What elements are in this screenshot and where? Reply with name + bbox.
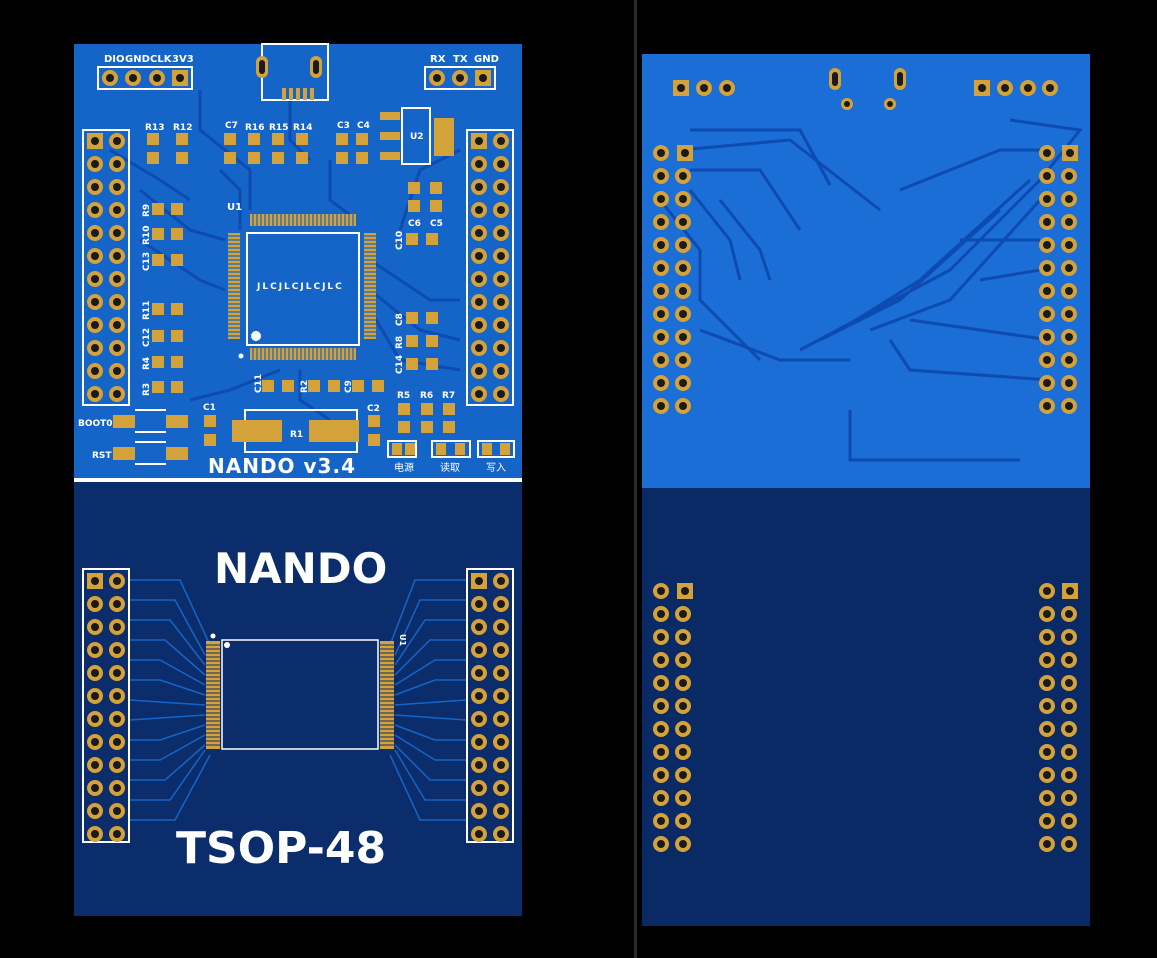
label-r14: R14	[293, 123, 312, 133]
label-r15: R15	[269, 123, 288, 133]
view-separator	[634, 0, 637, 958]
board-divider	[74, 478, 522, 482]
front-bottom-left-header	[82, 568, 130, 843]
led-label-power: 电源	[394, 461, 414, 474]
regulator-u2: U2	[380, 107, 454, 165]
label-c6: C6	[408, 219, 421, 229]
label-r8: R8	[395, 336, 405, 349]
back-top-right-header	[1039, 145, 1078, 414]
button-rst: RST	[92, 441, 188, 465]
label-c13: C13	[142, 252, 152, 271]
front-top-right-header	[466, 129, 514, 406]
label-r7: R7	[442, 391, 455, 401]
back-top-connectors	[673, 68, 1058, 110]
label-c14: C14	[395, 355, 405, 374]
label-c7: C7	[225, 121, 238, 131]
label-c4: C4	[357, 121, 370, 131]
uart-pin-label-2: GND	[474, 54, 499, 65]
back-bottom-right-header	[1039, 583, 1078, 852]
front-top-traces	[109, 90, 461, 422]
front-top-debug-header: DIO GND CLK 3V3	[97, 54, 194, 90]
debug-pin-label-1: GND	[125, 54, 150, 65]
label-r16: R16	[245, 123, 264, 133]
back-top-left-header	[653, 145, 693, 414]
label-c9: C9	[344, 380, 354, 393]
tsop-chip: U1	[206, 633, 407, 750]
front-bottom-right-header	[466, 568, 514, 843]
label-r9: R9	[142, 204, 152, 217]
uart-pin-label-0: RX	[430, 54, 446, 65]
label-c2: C2	[367, 404, 380, 414]
label-r10: R10	[142, 226, 152, 245]
label-c11: C11	[254, 374, 264, 393]
label-c10: C10	[395, 231, 405, 250]
front-board: DIO GND CLK 3V3 RX TX GND	[74, 43, 522, 916]
label-c8: C8	[395, 313, 405, 326]
debug-pin-label-3: 3V3	[172, 54, 194, 65]
label-u1: U1	[227, 202, 242, 213]
debug-pin-label-2: CLK	[150, 54, 173, 65]
mcu-u1: U1 JLCJLCJLCJLC	[227, 202, 376, 362]
label-r4: R4	[142, 357, 152, 370]
back-board	[642, 54, 1090, 926]
label-boot0: BOOT0	[78, 419, 113, 429]
tsop-package-label: TSOP-48	[176, 823, 386, 874]
back-traces	[658, 118, 1083, 462]
board-version-title: NANDO v3.4	[208, 454, 356, 478]
status-leds: 电源 读取 写入	[387, 440, 515, 474]
uart-pin-label-1: TX	[453, 54, 468, 65]
bottom-board-title: NANDO	[214, 544, 387, 593]
left-component-group: R9 R10 C13 R11 C12 R4 R3	[142, 203, 183, 396]
label-r13: R13	[145, 123, 164, 133]
label-r6: R6	[420, 391, 433, 401]
usb-connector	[256, 43, 329, 101]
label-r11: R11	[142, 301, 152, 320]
label-u2: U2	[410, 132, 424, 142]
label-c12: C12	[142, 328, 152, 347]
label-c5: C5	[430, 219, 443, 229]
front-top-left-header	[82, 129, 130, 406]
led-label-write: 写入	[486, 462, 506, 474]
back-top-board	[642, 54, 1090, 488]
top-component-row: R13 R12 C7 R16 R15 R14 C3 C4	[145, 121, 370, 164]
label-r12: R12	[173, 123, 192, 133]
back-bottom-board	[642, 488, 1090, 926]
resistor-r1: R1	[232, 409, 359, 453]
label-rst: RST	[92, 451, 112, 461]
label-c3: C3	[337, 121, 350, 131]
front-bottom-traces	[129, 579, 467, 821]
right-component-group: C6 C5 C10 C8 R8 C14	[395, 182, 443, 374]
led-label-read: 读取	[440, 461, 460, 474]
label-r2: R2	[300, 380, 310, 393]
label-r3: R3	[142, 383, 152, 396]
label-c1: C1	[203, 403, 216, 413]
label-r1: R1	[290, 430, 303, 440]
label-r5: R5	[397, 391, 410, 401]
front-top-uart-header: RX TX GND	[424, 54, 499, 90]
button-boot0: BOOT0	[78, 409, 188, 433]
mcu-marking: JLCJLCJLCJLC	[256, 282, 344, 292]
tsop-label-u1: U1	[398, 634, 407, 646]
bottom-component-row: C11 R2 C9 R5 R6 R7 C1 C2	[203, 374, 455, 446]
debug-pin-label-0: DIO	[104, 54, 125, 65]
back-bottom-left-header	[653, 583, 693, 852]
